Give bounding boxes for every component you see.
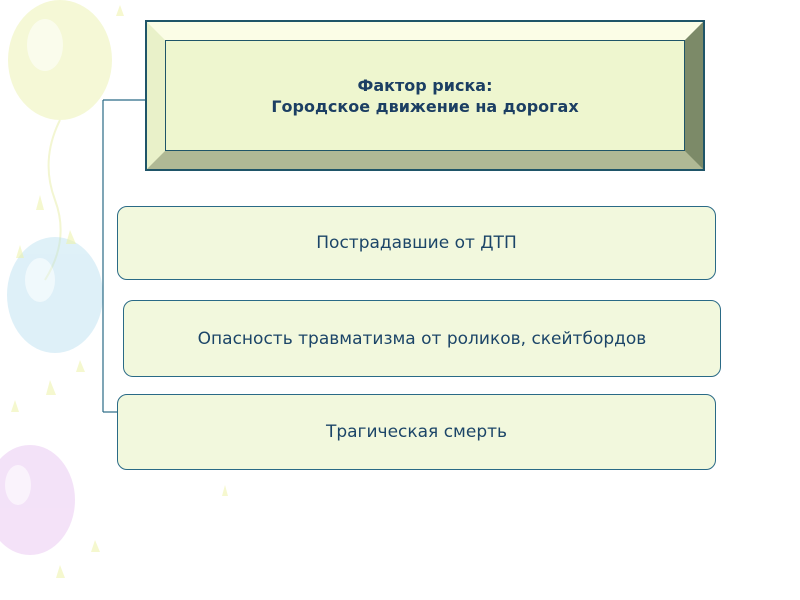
yellow-balloon — [8, 0, 112, 281]
title-line-2: Городское движение на дорогах — [271, 96, 579, 116]
sparkles — [11, 5, 228, 578]
child-label: Пострадавшие от ДТП — [316, 233, 517, 253]
title-inner: Фактор риска: Городское движение на доро… — [165, 40, 685, 151]
blue-balloon — [7, 237, 103, 353]
purple-balloon — [0, 445, 75, 555]
child-box-tragic-death: Трагическая смерть — [117, 394, 716, 470]
risk-factor-title-box: Фактор риска: Городское движение на доро… — [145, 20, 705, 171]
child-label: Опасность травматизма от роликов, скейтб… — [197, 328, 647, 349]
child-box-rollers-skateboards-danger: Опасность травматизма от роликов, скейтб… — [123, 300, 721, 377]
child-box-road-accident-victims: Пострадавшие от ДТП — [117, 206, 716, 280]
child-label: Трагическая смерть — [325, 422, 508, 442]
title-line-1: Фактор риска: — [357, 75, 493, 95]
